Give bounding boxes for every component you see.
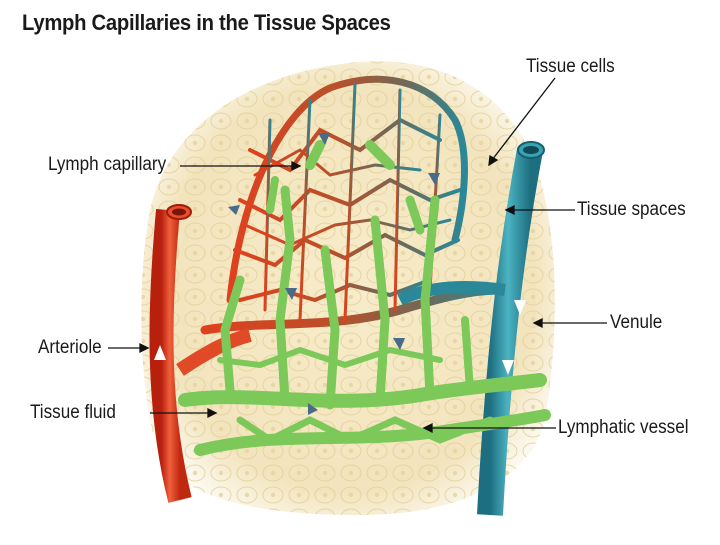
label-tissue-spaces: Tissue spaces (577, 199, 686, 220)
label-venule: Venule (610, 312, 663, 333)
label-lymph-capillary: Lymph capillary (48, 154, 167, 175)
diagram-title: Lymph Capillaries in the Tissue Spaces (22, 10, 391, 35)
flow-arrows (154, 300, 526, 375)
label-arteriole: Arteriole (38, 337, 102, 358)
label-lymphatic-vessel: Lymphatic vessel (558, 417, 689, 438)
venule-vessel (397, 141, 545, 516)
leader-lines (108, 77, 607, 434)
fluid-arrows (228, 133, 440, 415)
label-tissue-fluid: Tissue fluid (30, 402, 116, 423)
lymphatic-network (178, 140, 551, 456)
label-tissue-cells: Tissue cells (526, 56, 615, 77)
